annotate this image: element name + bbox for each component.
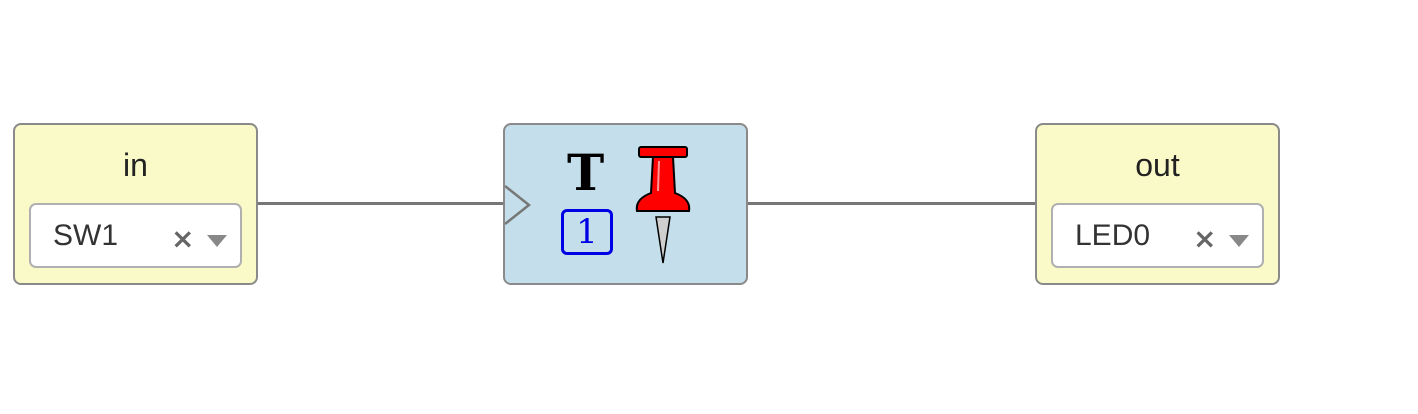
wire-in-to-logic (258, 202, 505, 205)
parameter-box[interactable]: 1 (561, 209, 613, 255)
block-type-label: T (567, 143, 605, 202)
input-block-title: in (123, 147, 148, 183)
clock-input-icon (505, 185, 532, 225)
input-pin-value: SW1 (53, 219, 119, 252)
output-block[interactable]: out LED0 × (1035, 123, 1280, 285)
clear-icon[interactable]: × (171, 222, 195, 255)
output-block-title: out (1135, 147, 1180, 183)
input-block[interactable]: in SW1 × (13, 123, 258, 285)
chevron-down-icon[interactable] (207, 235, 227, 247)
output-pin-value: LED0 (1075, 219, 1151, 252)
input-pin-select[interactable]: SW1 × (29, 203, 242, 268)
output-pin-select[interactable]: LED0 × (1051, 203, 1264, 268)
t-flipflop-block[interactable]: T 1 (503, 123, 748, 285)
pushpin-icon[interactable] (631, 145, 695, 267)
wire-logic-to-out (748, 202, 1038, 205)
clear-icon[interactable]: × (1193, 222, 1217, 255)
chevron-down-icon[interactable] (1229, 235, 1249, 247)
